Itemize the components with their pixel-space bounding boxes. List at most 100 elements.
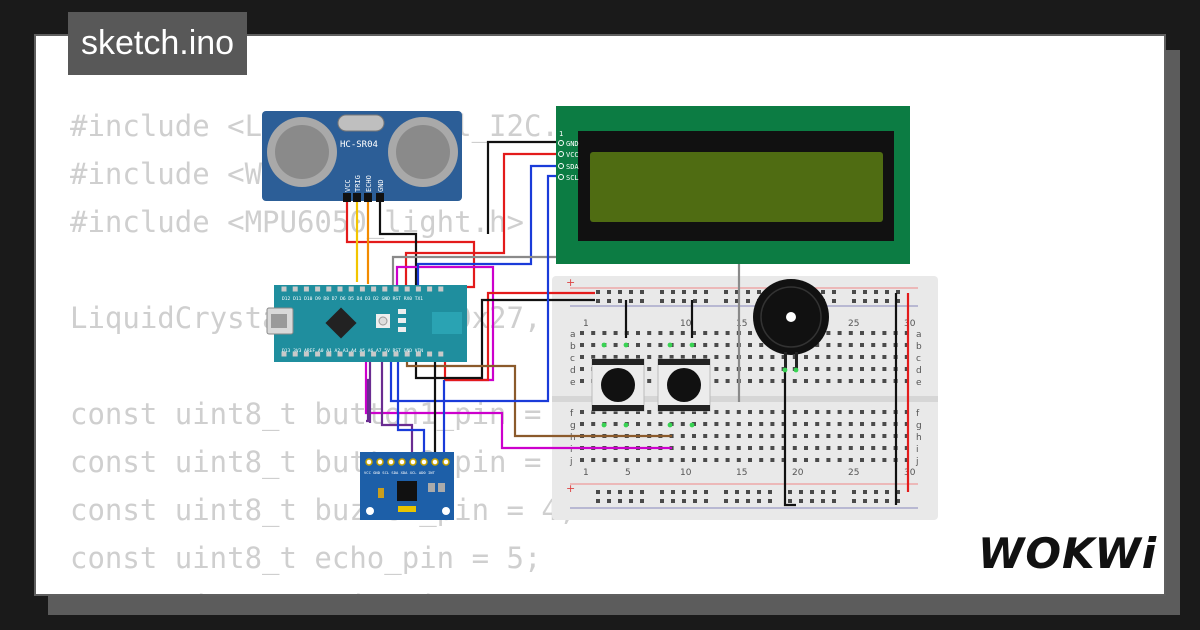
mpu-chip: [397, 481, 417, 501]
regulator: [432, 312, 462, 334]
mpu6050-module[interactable]: VCC GND SCL SDA XDA XCL AD0 INT: [360, 452, 454, 520]
wokwi-logo[interactable]: WOKWi: [978, 529, 1157, 578]
breadboard-hole: [770, 355, 775, 359]
mpu-mount-hole: [442, 507, 450, 515]
breadboard-hole: [832, 499, 836, 503]
header-pin: [427, 351, 433, 357]
row-label: c: [570, 354, 575, 364]
breadboard-hole: [871, 434, 876, 438]
breadboard-hole: [704, 490, 708, 494]
breadboard-hole: [788, 490, 792, 494]
breadboard-hole: [788, 499, 792, 503]
breadboard-hole: [770, 458, 775, 462]
arduino-bottom-pin-labels: D13 3V3 AREF A0 A1 A2 A3 A4 A5 A6 A7 5V …: [282, 348, 423, 354]
breadboard-hole: [904, 422, 909, 426]
col-label: 10: [680, 319, 692, 329]
row-label: d: [570, 366, 576, 376]
breadboard-hole: [874, 499, 878, 503]
breadboard-hole: [580, 355, 584, 359]
breadboard-hole: [792, 434, 797, 438]
breadboard-hole: [882, 367, 887, 371]
buzzer[interactable]: [753, 279, 829, 370]
breadboard-hole: [748, 379, 752, 383]
breadboard-hole: [757, 290, 761, 294]
breadboard-hole: [770, 410, 775, 414]
lcd-display[interactable]: 1 GND VCC SDA SCL: [556, 106, 910, 264]
mpu-pin: [365, 458, 373, 466]
breadboard-hole: [735, 290, 739, 294]
ultrasonic-sensor[interactable]: HC-SR04 VCC TRIG ECHO GND: [262, 111, 462, 202]
breadboard-hole: [860, 343, 864, 347]
breadboard-hole: [660, 299, 664, 303]
breadboard-hole: [863, 299, 867, 303]
row-label: e: [916, 378, 922, 388]
breadboard-hole: [882, 355, 887, 359]
breadboard-hole: [837, 343, 842, 347]
lcd-pin: [558, 151, 564, 157]
header-pin: [359, 286, 365, 292]
breadboard-hole: [591, 410, 596, 414]
breadboard-hole: [781, 379, 786, 383]
push-button-1[interactable]: [591, 358, 645, 412]
breadboard[interactable]: + + 1 10 15 25 30 1 5 10 15 20 25 30 a b…: [552, 276, 938, 520]
breadboard-hole: [804, 410, 808, 414]
breadboard-hole: [613, 343, 618, 347]
header-pin: [393, 286, 399, 292]
file-tab[interactable]: sketch.ino: [68, 12, 248, 75]
breadboard-hole: [671, 490, 675, 494]
breadboard-hole: [826, 331, 831, 335]
breadboard-hole: [602, 410, 607, 414]
buzzer-leg: [784, 352, 787, 370]
breadboard-hole: [848, 458, 853, 462]
breadboard-hole: [692, 458, 696, 462]
button-cap[interactable]: [667, 368, 701, 402]
breadboard-hole: [759, 446, 764, 450]
breadboard-hole: [759, 379, 764, 383]
breadboard-hole: [714, 410, 719, 414]
push-button-2[interactable]: [657, 358, 711, 412]
breadboard-hole: [669, 355, 674, 359]
hole-indicator: [689, 422, 695, 428]
col-label: 30: [904, 319, 916, 329]
breadboard-hole: [904, 434, 909, 438]
button-bar: [592, 405, 644, 411]
breadboard-hole: [647, 331, 652, 335]
breadboard-hole: [759, 422, 764, 426]
breadboard-hole: [613, 355, 618, 359]
wire-purple: [366, 349, 372, 423]
breadboard-hole: [882, 379, 887, 383]
button-cap[interactable]: [601, 368, 635, 402]
breadboard-hole: [804, 367, 808, 371]
breadboard-hole: [826, 379, 831, 383]
breadboard-hole: [724, 499, 728, 503]
breadboard-hole: [804, 446, 808, 450]
hole-indicator: [667, 422, 673, 428]
breadboard-hole: [792, 379, 797, 383]
breadboard-hole: [860, 355, 864, 359]
breadboard-hole: [860, 379, 864, 383]
breadboard-hole: [725, 379, 730, 383]
arduino-nano[interactable]: D12 D11 D10 D9 D8 D7 D6 D5 D4 D3 D2 GND …: [266, 285, 467, 362]
breadboard-hole: [703, 343, 708, 347]
mpu-mount-hole: [366, 507, 374, 515]
row-label: g: [916, 421, 922, 431]
breadboard-hole: [885, 499, 889, 503]
breadboard-hole: [748, 331, 752, 335]
header-pin: [281, 286, 287, 292]
breadboard-hole: [837, 367, 842, 371]
row-label: b: [570, 342, 576, 352]
breadboard-hole: [658, 343, 663, 347]
breadboard-hole: [746, 299, 750, 303]
breadboard-hole: [591, 458, 596, 462]
breadboard-hole: [682, 499, 686, 503]
mpu-pin: [442, 458, 450, 466]
breadboard-hole: [781, 458, 786, 462]
breadboard-hole: [885, 290, 889, 294]
header-pin: [382, 351, 388, 357]
arduino-top-pin-labels: D12 D11 D10 D9 D8 D7 D6 D5 D4 D3 D2 GND …: [282, 296, 423, 302]
breadboard-hole: [580, 458, 584, 462]
wire-lcd-gnd: [486, 140, 560, 234]
row-label: e: [570, 378, 576, 388]
breadboard-hole: [837, 379, 842, 383]
breadboard-hole: [904, 367, 909, 371]
